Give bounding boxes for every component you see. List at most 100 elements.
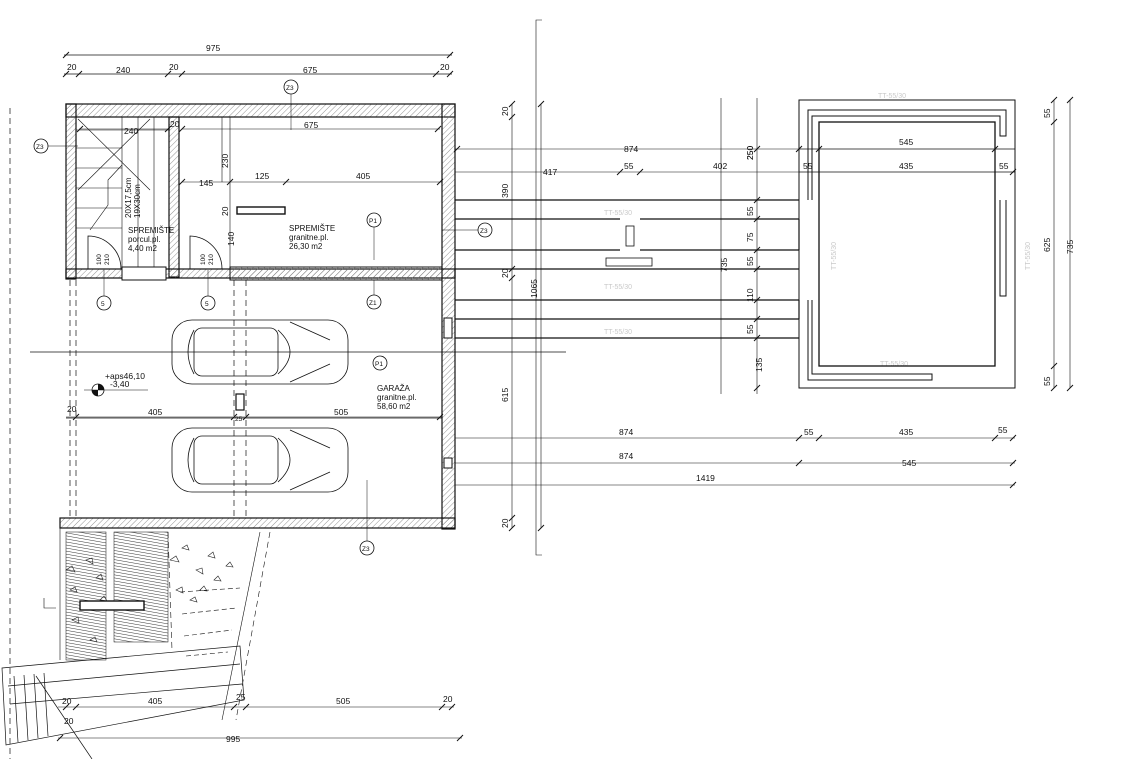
door-left-100: 100: [96, 254, 103, 265]
faint-tag-7: TT-55/30: [1025, 242, 1032, 270]
dim-s-405: 405: [148, 696, 162, 706]
dim-v-20-mid: 20: [500, 268, 510, 278]
dim-v-75: 75: [745, 232, 755, 242]
dim-s-20-c: 20: [64, 716, 74, 726]
dim-b-545: 545: [902, 458, 916, 468]
dim-v-20-top: 20: [500, 106, 510, 116]
dim-top-240: 240: [116, 65, 130, 75]
top-dimension-chains: [62, 51, 454, 78]
channels: [455, 199, 800, 339]
room-garage-floor: granitne.pl.: [377, 393, 417, 402]
dim-20-small: 20: [220, 206, 230, 216]
dim-v-55-right: 55: [1042, 108, 1052, 118]
marker-z1: Z1: [369, 300, 377, 307]
level-marker: [84, 383, 148, 397]
site-hatching: [65, 531, 169, 661]
level-elevation: +aps46,10: [105, 371, 145, 381]
car-lower: [171, 427, 349, 493]
faint-tag-4: TT-55/30: [878, 93, 906, 100]
dim-s-20-b: 20: [443, 694, 453, 704]
dim-b-1419: 1419: [696, 473, 715, 483]
marker-z3-left: Z3: [36, 144, 44, 151]
dim-garage-405: 405: [148, 407, 162, 417]
tank-structure: [798, 99, 1016, 389]
stairs-spec-1: 20X17,5cm: [124, 177, 133, 218]
wall-openings: [121, 266, 453, 469]
staircase-top: [75, 117, 169, 267]
dim-v-110: 110: [745, 288, 755, 302]
marker-leaders: [48, 94, 478, 541]
marker-z3-bottom: Z3: [362, 546, 370, 553]
dim-b-55: 55: [804, 427, 814, 437]
dim-v-625: 625: [1042, 238, 1052, 252]
bottom-right-dims: [455, 434, 1017, 489]
room-storage-small-name: SPREMIŠTE: [128, 226, 174, 235]
dim-v-55-b: 55: [745, 256, 755, 266]
dim-garage-505: 505: [334, 407, 348, 417]
dim-h-435-top: 435: [899, 161, 913, 171]
dim-145: 145: [199, 178, 213, 188]
dim-v-55-a: 55: [745, 206, 755, 216]
dim-h-55: 55: [624, 161, 634, 171]
garage-dims: [66, 413, 444, 421]
dim-230: 230: [220, 154, 230, 168]
dim-s-995: 995: [226, 734, 240, 744]
tank-dims: [799, 96, 1074, 392]
channel-dims: [453, 98, 1015, 394]
dim-b-874-b: 874: [619, 451, 633, 461]
dim-140: 140: [226, 232, 236, 246]
car-upper: [171, 319, 349, 385]
dim-inner-675: 675: [304, 120, 318, 130]
dim-s-25: 25: [236, 692, 246, 702]
level-relative: -3,40: [110, 379, 130, 389]
dim-h-402: 402: [713, 161, 727, 171]
dim-v-250-tank: 250: [745, 146, 755, 160]
dim-v-735-right: 735: [1065, 240, 1075, 254]
room-garage-area: 58,60 m2: [377, 402, 411, 411]
room-storage-large-name: SPREMIŠTE: [289, 224, 335, 233]
room-storage-small-floor: porcul.pl.: [128, 235, 160, 244]
marker-z3-mid: Z3: [480, 228, 488, 235]
marker-z3-top: Z3: [286, 85, 294, 92]
dim-inner-240: 240: [124, 126, 138, 136]
marker-5-mid: 5: [205, 301, 209, 308]
dim-s-20-a: 20: [62, 696, 72, 706]
doors: [87, 235, 223, 270]
site-ramp-lines: [43, 528, 271, 721]
dim-b-435: 435: [899, 427, 913, 437]
dim-h-545-top: 545: [899, 137, 913, 147]
dim-v-55-c: 55: [745, 324, 755, 334]
dim-v-20-bot: 20: [500, 518, 510, 528]
dim-b-55-b: 55: [998, 425, 1008, 435]
door-left-210: 210: [104, 254, 111, 265]
dim-top-20a: 20: [67, 62, 77, 72]
dim-h-874-top: 874: [624, 144, 638, 154]
dim-v-135: 135: [754, 358, 764, 372]
dim-s-505: 505: [336, 696, 350, 706]
site-plants: [65, 544, 234, 643]
room-storage-small-area: 4,40 m2: [128, 244, 157, 253]
marker-p1-garage: P1: [375, 361, 383, 368]
dim-top-20c: 20: [440, 62, 450, 72]
stairs-spec-2: 19X30cm: [133, 184, 142, 218]
site-stairs-bottom: [1, 645, 245, 759]
faint-tag-5: TT-55/30: [880, 361, 908, 368]
dim-v-55-right-b: 55: [1042, 376, 1052, 386]
bottom-dims: [56, 703, 464, 742]
dim-b-874-a: 874: [619, 427, 633, 437]
dim-top-20b: 20: [169, 62, 179, 72]
door-mid-100: 100: [200, 254, 207, 265]
dim-garage-20: 20: [67, 404, 77, 414]
dim-garage-25: 25: [235, 416, 243, 423]
marker-5-left: 5: [101, 301, 105, 308]
dim-h-55-c: 55: [999, 161, 1009, 171]
faint-tag-6: TT-55/30: [831, 242, 838, 270]
dim-v-250: 250: [745, 146, 755, 160]
marker-p1-storage: P1: [369, 218, 377, 225]
dim-v-390: 390: [500, 184, 510, 198]
faint-tag-2: TT-55/30: [604, 284, 632, 291]
room-storage-large-floor: granitne.pl.: [289, 233, 329, 242]
garage-guides: [9, 108, 566, 759]
dim-inner-20: 20: [170, 119, 180, 129]
